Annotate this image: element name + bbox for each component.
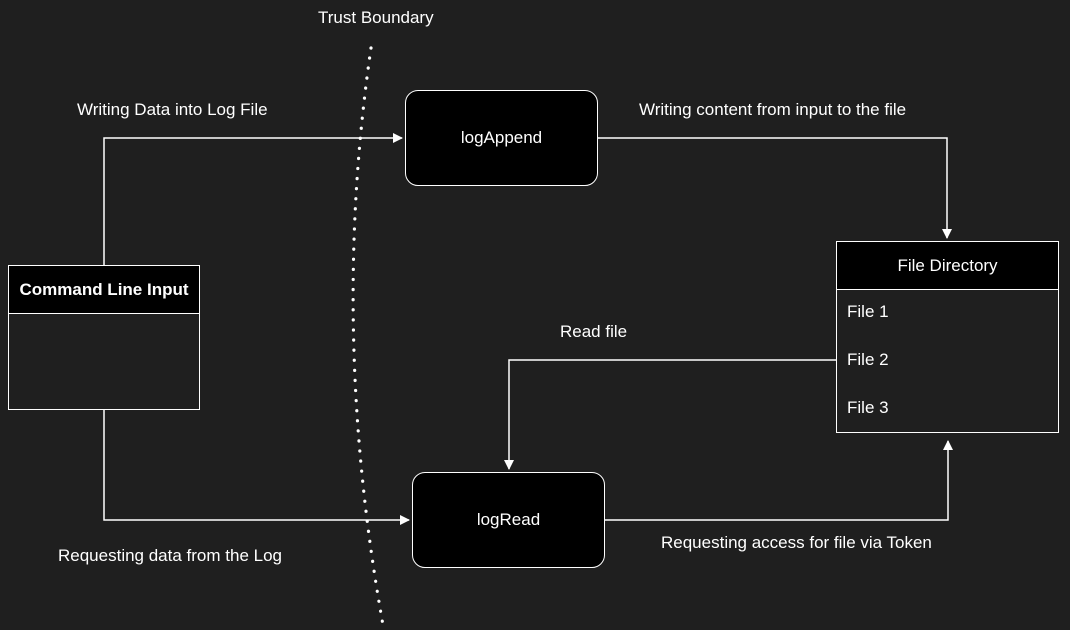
flow-request-access-label: Requesting access for file via Token [661, 533, 932, 552]
command-line-input-title: Command Line Input [9, 266, 199, 314]
file-item-3[interactable]: File 3 [847, 398, 889, 417]
flow-read-file-label: Read file [560, 322, 628, 341]
file-item-1[interactable]: File 1 [847, 302, 889, 321]
flow-request-from-log-arrow [103, 409, 410, 525]
flow-write-to-log-arrow [103, 133, 403, 265]
flow-request-access-arrow [605, 440, 953, 521]
log-read-label: logRead [476, 510, 541, 529]
flow-read-file-arrow [504, 359, 838, 470]
flow-write-content-arrow [598, 137, 952, 239]
flow-request-from-log-label: Requesting data from the Log [58, 546, 282, 565]
command-line-input-entity[interactable]: Command Line Input [8, 265, 200, 410]
trust-boundary-label: Trust Boundary [318, 8, 434, 27]
log-append-process[interactable]: logAppend [405, 90, 598, 186]
file-directory-title: File Directory [837, 242, 1058, 290]
log-append-label: logAppend [460, 128, 543, 147]
file-item-2[interactable]: File 2 [847, 350, 889, 369]
trust-boundary-line [351, 46, 385, 627]
flow-write-content-label: Writing content from input to the file [639, 100, 907, 119]
file-directory-entity[interactable]: File Directory File 1 File 2 File 3 [836, 241, 1059, 433]
flow-write-to-log-label: Writing Data into Log File [77, 100, 268, 119]
log-read-process[interactable]: logRead [412, 472, 605, 568]
